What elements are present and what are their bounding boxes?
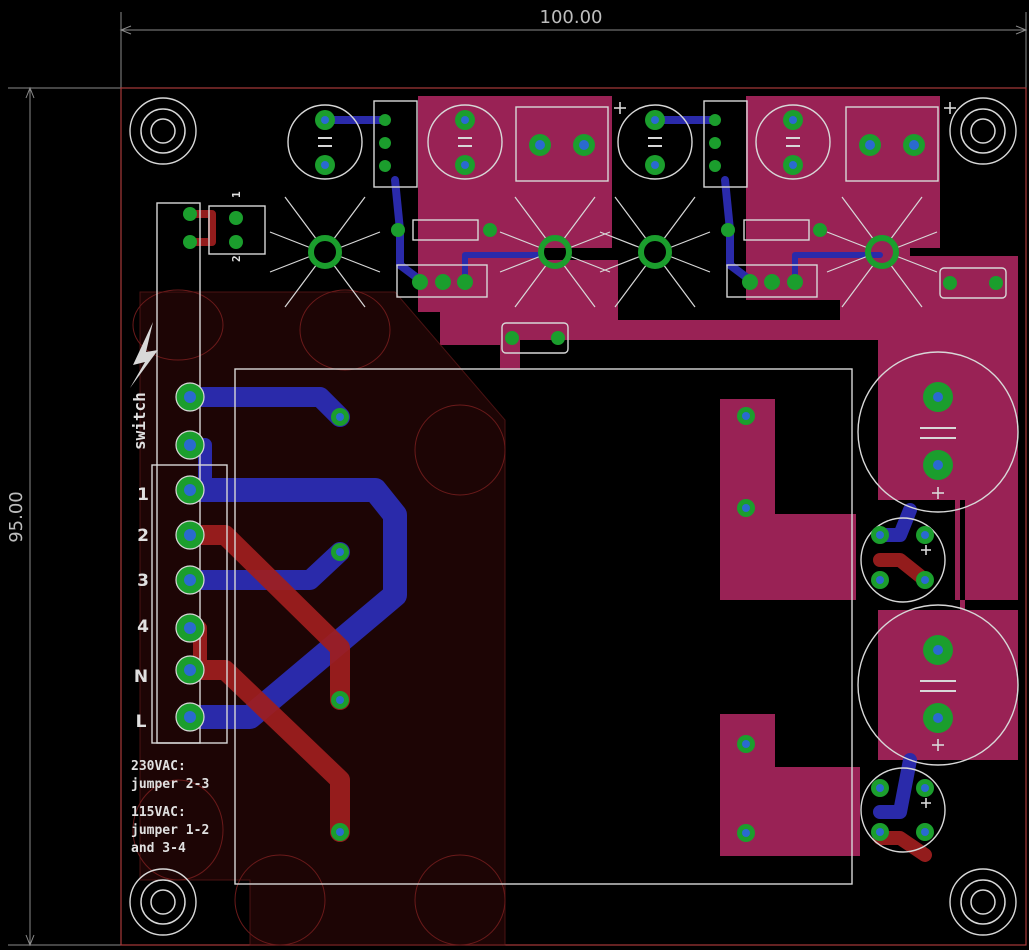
via-centers xyxy=(184,116,943,837)
vias xyxy=(183,114,1003,842)
terminal-label: 2 xyxy=(137,526,149,546)
terminal-label: N xyxy=(134,667,148,687)
high-voltage-icon xyxy=(130,322,158,388)
note-line: jumper 2-3 xyxy=(131,777,209,792)
silkscreen xyxy=(129,97,1019,936)
switch-label: switch xyxy=(130,392,149,450)
width-dimension-label: 100.00 xyxy=(540,7,603,28)
terminal-label: 3 xyxy=(137,571,149,591)
jumper-pin1-label: 1 xyxy=(230,191,243,198)
height-dimension-label: 95.00 xyxy=(6,491,27,543)
dimension-lines xyxy=(8,12,1028,947)
voltage-notes: 230VAC: jumper 2-3 115VAC: jumper 1-2 an… xyxy=(131,759,209,856)
mounting-holes xyxy=(140,108,1006,925)
heatsinks xyxy=(269,196,938,308)
note-line: jumper 1-2 xyxy=(131,823,209,838)
note-line: 230VAC: xyxy=(131,759,186,774)
note-line: 115VAC: xyxy=(131,805,186,820)
polarity-marks xyxy=(614,102,956,808)
terminal-label: 1 xyxy=(137,485,149,505)
jumper-pin2-label: 2 xyxy=(230,255,243,262)
large-pads xyxy=(308,235,899,269)
cap-symbols xyxy=(318,137,956,692)
note-line: and 3-4 xyxy=(131,841,186,856)
terminal-label: 4 xyxy=(137,617,149,637)
terminal-label: L xyxy=(136,712,147,732)
